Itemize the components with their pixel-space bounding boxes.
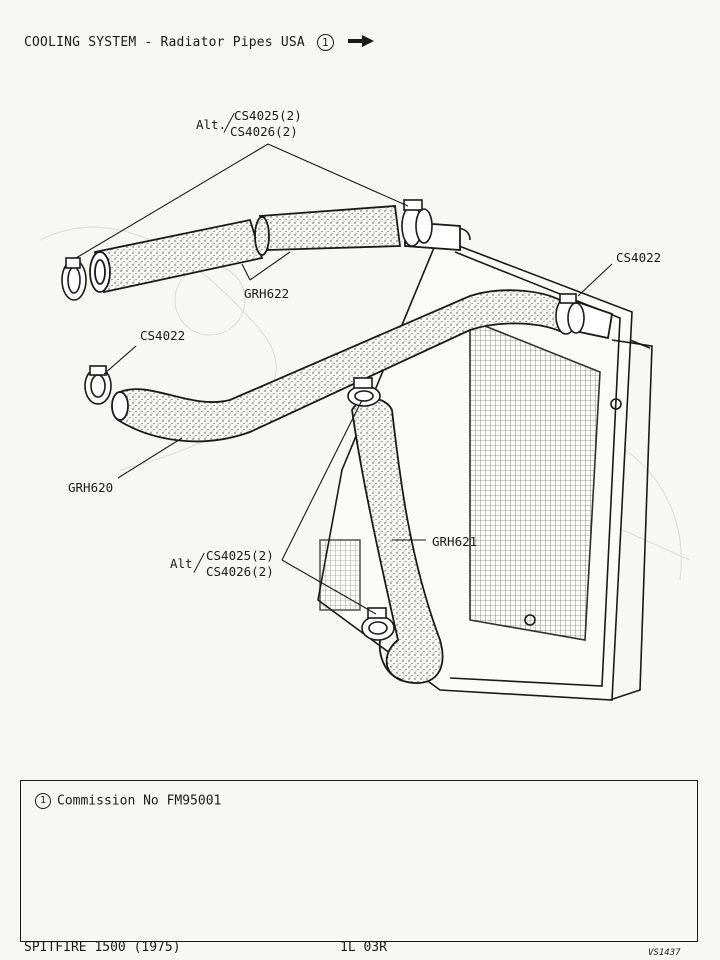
clip-cs4022-left [84, 365, 112, 405]
label-cs4025-top: CS4025(2) [234, 108, 302, 123]
label-grh622: GRH622 [244, 286, 290, 301]
footer-model: SPITFIRE 1500 (1975) [24, 940, 181, 955]
label-grh621: GRH621 [432, 534, 478, 549]
footer-code: VS1437 [648, 948, 681, 958]
note-commission: 1 Commission No FM95001 [35, 793, 221, 809]
alt-top-prefix: Alt. [196, 117, 227, 132]
label-grh620: GRH620 [68, 480, 114, 495]
clip-cs4022-right [555, 293, 585, 335]
note-text: Commission No FM95001 [57, 793, 222, 809]
clip-grh621-top [347, 377, 381, 407]
alt-bottom-prefix: Alt [170, 556, 193, 571]
hose-clips [61, 199, 585, 641]
label-cs4026-top: CS4026(2) [230, 124, 298, 139]
clip-top-left [61, 257, 87, 301]
clip-top-right [401, 199, 433, 247]
label-cs4022-left: CS4022 [140, 328, 186, 343]
page-title: COOLING SYSTEM - Radiator Pipes USA 1 [24, 34, 374, 51]
hose-grh622 [89, 205, 461, 294]
label-cs4025-bottom: CS4025(2) [206, 548, 274, 563]
hose-grh621 [351, 397, 444, 684]
title-text: COOLING SYSTEM - Radiator Pipes USA [24, 35, 305, 50]
label-cs4026-bottom: CS4026(2) [206, 564, 274, 579]
arrow-right-icon [348, 34, 374, 51]
notes-box: 1 Commission No FM95001 [20, 780, 698, 942]
note-marker: 1 [35, 793, 51, 809]
footer-page: 1L 03R [340, 940, 387, 955]
label-cs4022-right: CS4022 [616, 250, 662, 265]
leader-lines [75, 143, 613, 615]
clip-grh621-bottom [361, 607, 395, 641]
footnote-marker: 1 [316, 34, 334, 51]
